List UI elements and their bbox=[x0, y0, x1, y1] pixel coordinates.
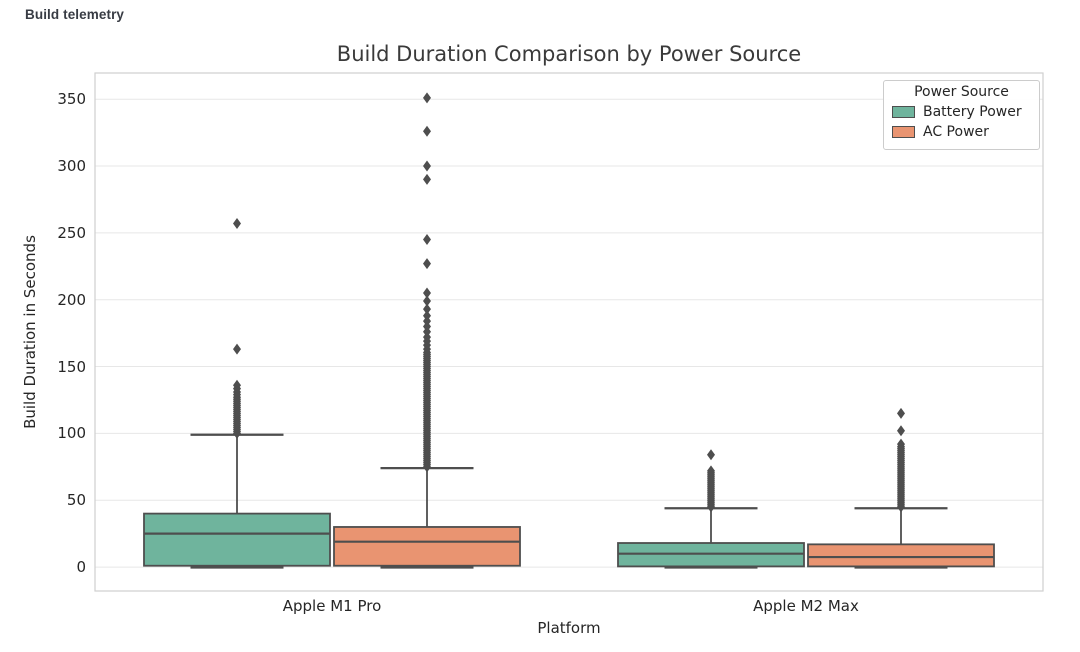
panel-title: Build telemetry bbox=[25, 7, 125, 22]
x-axis-label: Platform bbox=[537, 619, 601, 637]
legend-item-battery: Battery Power bbox=[892, 104, 1031, 120]
box-battery-power-apple-m1-pro bbox=[143, 512, 331, 567]
outliers-battery-power-apple-m1-pro bbox=[233, 218, 241, 439]
legend-swatch-ac-icon bbox=[892, 126, 915, 138]
y-tick-label-50: 50 bbox=[66, 491, 86, 510]
y-tick-label-0: 0 bbox=[76, 558, 86, 577]
y-axis-label: Build Duration in Seconds bbox=[21, 235, 39, 429]
x-tick-label-apple-m1-pro: Apple M1 Pro bbox=[282, 597, 382, 615]
legend: Power Source Battery Power AC Power bbox=[883, 80, 1040, 150]
legend-swatch-battery-icon bbox=[892, 106, 915, 118]
legend-title: Power Source bbox=[914, 84, 1009, 100]
y-tick-label-100: 100 bbox=[57, 424, 86, 443]
y-tick-label-150: 150 bbox=[57, 357, 86, 376]
y-tick-label-350: 350 bbox=[57, 90, 86, 109]
y-tick-label-200: 200 bbox=[57, 290, 86, 309]
legend-label-battery: Battery Power bbox=[923, 104, 1022, 120]
legend-label-ac: AC Power bbox=[923, 124, 989, 140]
outliers-battery-power-apple-m2-max bbox=[707, 449, 715, 513]
y-tick-label-300: 300 bbox=[57, 157, 86, 176]
outliers-ac-power-apple-m1-pro bbox=[423, 92, 431, 473]
box-ac-power-apple-m1-pro bbox=[333, 526, 521, 567]
outliers-ac-power-apple-m2-max bbox=[897, 407, 905, 513]
chart-title: Build Duration Comparison by Power Sourc… bbox=[336, 42, 802, 66]
legend-item-ac: AC Power bbox=[892, 124, 1031, 140]
box-ac-power-apple-m2-max bbox=[807, 543, 995, 568]
plot-border bbox=[94, 72, 1044, 592]
x-tick-label-apple-m2-max: Apple M2 Max bbox=[753, 597, 859, 615]
y-tick-label-250: 250 bbox=[57, 223, 86, 242]
